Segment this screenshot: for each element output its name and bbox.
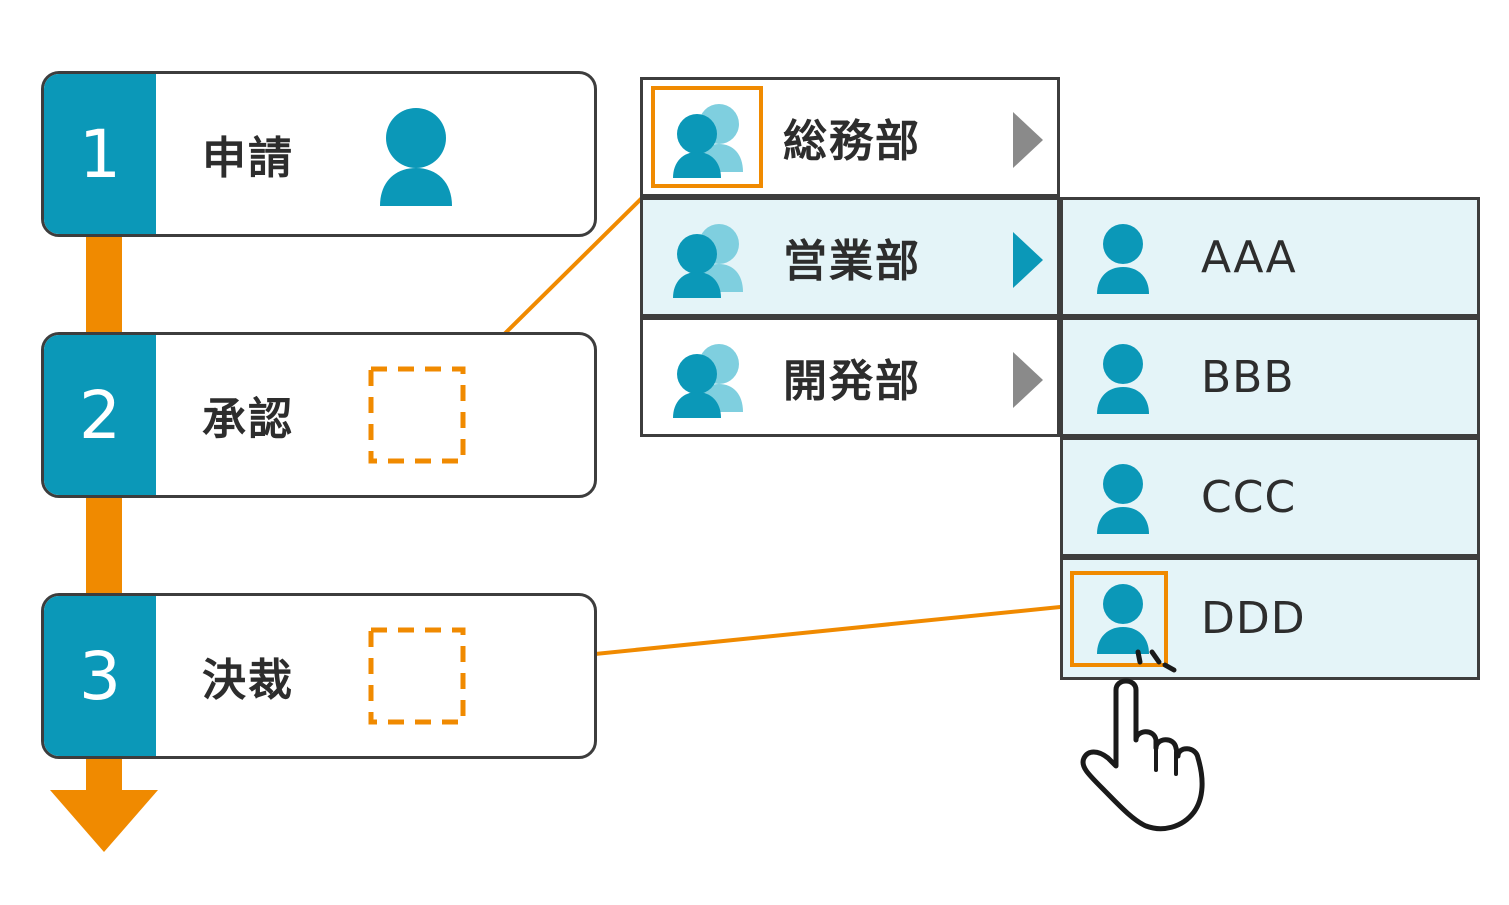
department-label: 営業部 xyxy=(783,236,921,287)
department-label: 総務部 xyxy=(783,116,921,167)
flow-arrow xyxy=(50,236,158,852)
workflow-step-2[interactable]: 2 承認 xyxy=(41,332,597,498)
person-label: CCC xyxy=(1201,471,1297,523)
group-icon xyxy=(673,344,743,418)
department-label: 開発部 xyxy=(783,356,921,407)
step-label: 申請 xyxy=(202,133,294,184)
workflow-step-3[interactable]: 3 決裁 xyxy=(41,593,597,759)
chevron-right-icon xyxy=(1013,352,1043,408)
person-icon xyxy=(1097,224,1149,294)
icon-highlight-box xyxy=(1070,571,1168,667)
hand-pointer-icon xyxy=(1080,649,1205,832)
menu-item-department[interactable]: 営業部 xyxy=(640,197,1060,317)
chevron-right-icon xyxy=(1013,112,1043,168)
person-row[interactable]: AAA xyxy=(1060,197,1480,317)
step-label: 決裁 xyxy=(202,655,294,706)
step-number: 3 xyxy=(44,596,156,756)
person-row[interactable]: BBB xyxy=(1060,317,1480,437)
person-label: BBB xyxy=(1201,351,1295,403)
group-icon xyxy=(673,104,743,178)
workflow-step-1[interactable]: 1 申請 xyxy=(41,71,597,237)
icon-highlight-box xyxy=(651,86,763,188)
chevron-right-icon xyxy=(1013,232,1043,288)
step-label: 承認 xyxy=(202,394,294,445)
person-icon xyxy=(1097,464,1149,534)
person-label: AAA xyxy=(1201,231,1297,283)
group-icon xyxy=(673,224,743,298)
person-row[interactable]: DDD xyxy=(1060,557,1480,680)
step-number: 1 xyxy=(44,74,156,234)
menu-item-department[interactable]: 総務部 xyxy=(640,77,1060,197)
menu-item-department[interactable]: 開発部 xyxy=(640,317,1060,437)
empty-assignee-slot[interactable] xyxy=(367,365,467,465)
person-icon xyxy=(1097,344,1149,414)
person-row[interactable]: CCC xyxy=(1060,437,1480,557)
person-icon xyxy=(1097,584,1149,654)
empty-assignee-slot[interactable] xyxy=(367,626,467,726)
step-number: 2 xyxy=(44,335,156,495)
person-icon xyxy=(380,108,452,206)
person-label: DDD xyxy=(1201,593,1306,644)
